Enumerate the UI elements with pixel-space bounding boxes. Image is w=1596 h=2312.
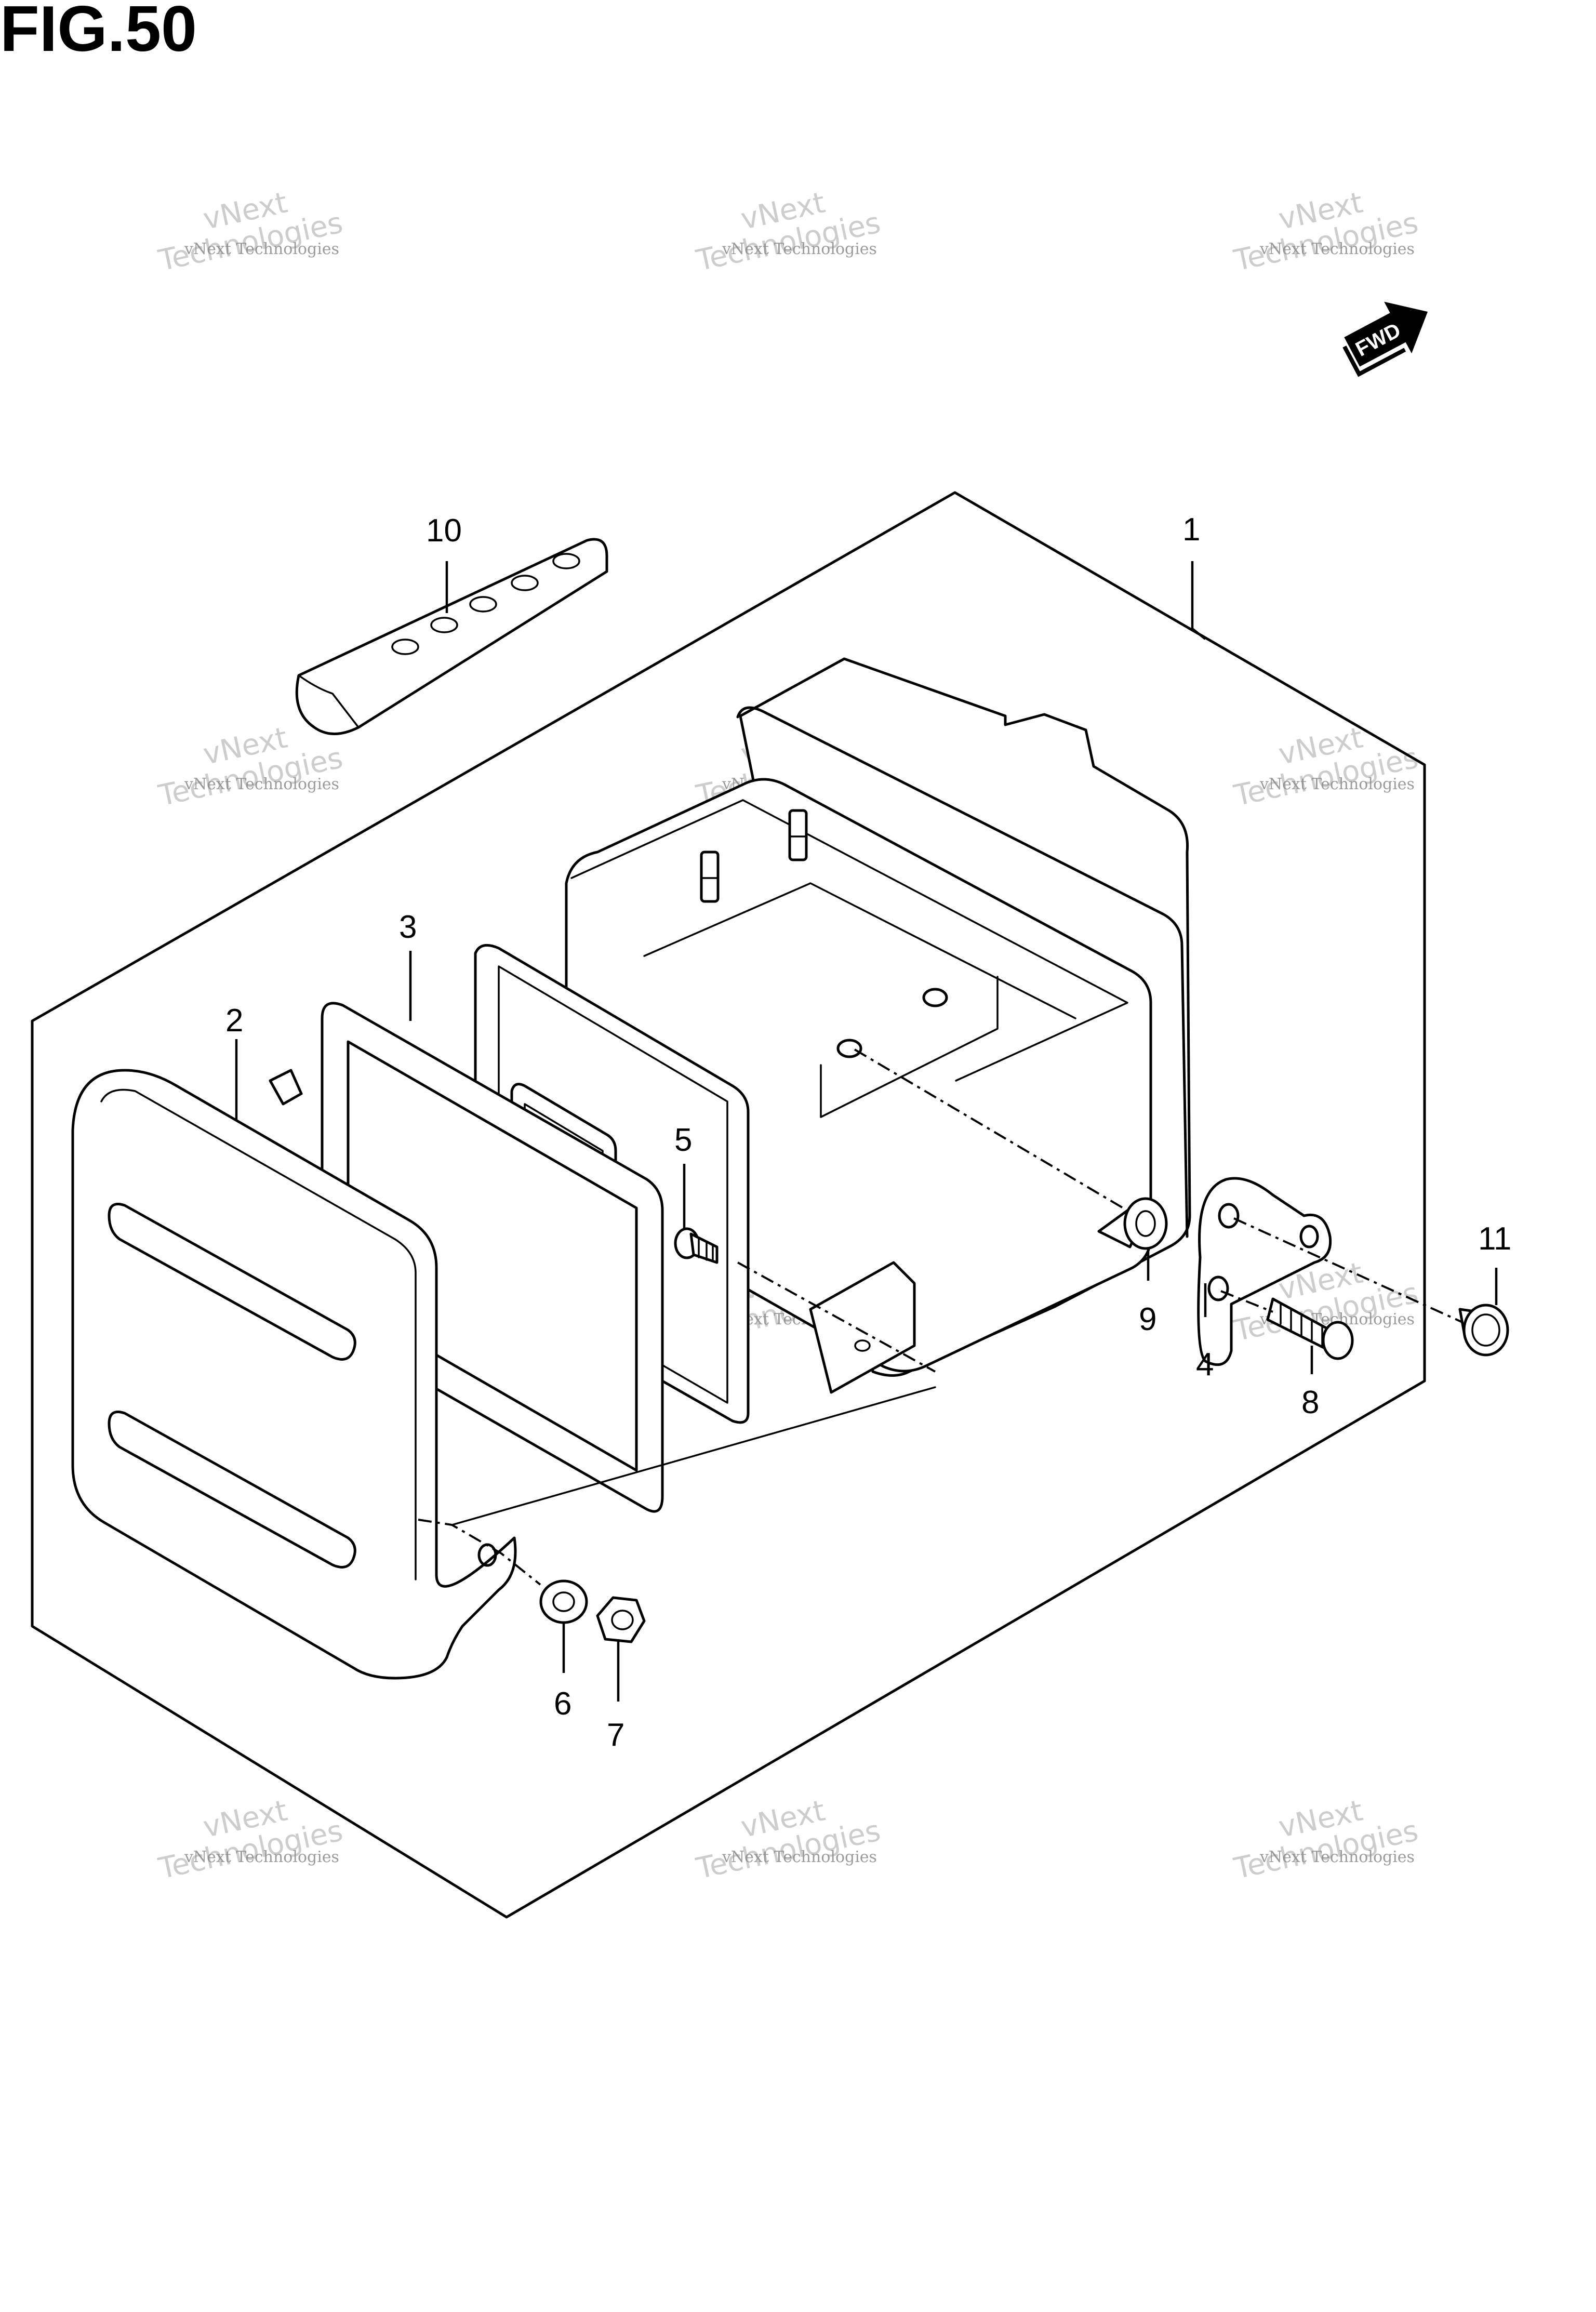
- callout-7: 7: [607, 1717, 624, 1753]
- watermark-small-text: vNext Technologies: [1259, 1848, 1415, 1866]
- callout-11: 11: [1478, 1221, 1511, 1257]
- part-9-grommet: [1097, 1197, 1168, 1250]
- part-5-screw: [674, 1227, 719, 1264]
- callout-6: 6: [554, 1686, 571, 1722]
- part-4-mounting-plate: [1197, 1177, 1332, 1366]
- part-10-bracket: [295, 538, 608, 735]
- leader-lines: [235, 561, 1498, 1702]
- callout-8: 8: [1301, 1385, 1319, 1420]
- part-2-lens: [71, 1069, 517, 1680]
- callout-4: 4: [1196, 1347, 1214, 1383]
- callout-labels: 1 2 3 4 5 6 7 8 9 10 11: [225, 512, 1511, 1753]
- callout-2: 2: [225, 1003, 243, 1039]
- part-7-nut: [596, 1596, 646, 1643]
- callout-3: 3: [399, 909, 417, 945]
- watermark-small-text: vNext Technologies: [1259, 240, 1415, 258]
- part-11-flange-bolt: [1458, 1304, 1509, 1357]
- figure-title: FIG.50: [0, 0, 197, 65]
- assembly-lines: [418, 1048, 1463, 1586]
- callout-5: 5: [674, 1122, 692, 1158]
- callout-10: 10: [426, 513, 462, 549]
- part-8-bolt: [1266, 1297, 1354, 1360]
- fwd-arrow-icon: FWD: [1342, 301, 1428, 377]
- watermark-small-text: vNext Technologies: [184, 240, 339, 258]
- watermark-small-text: vNext Technologies: [722, 240, 877, 258]
- assembly-boundary: [31, 491, 1426, 1919]
- watermark-small-text: vNext Technologies: [1259, 775, 1415, 793]
- callout-9: 9: [1139, 1301, 1156, 1337]
- watermark-small-text: vNext Technologies: [184, 775, 339, 793]
- part-6-washer: [539, 1579, 588, 1624]
- callout-1: 1: [1182, 512, 1200, 548]
- watermark-small-text: vNext Technologies: [184, 1848, 339, 1866]
- watermark-small-text: vNext Technologies: [722, 1848, 877, 1866]
